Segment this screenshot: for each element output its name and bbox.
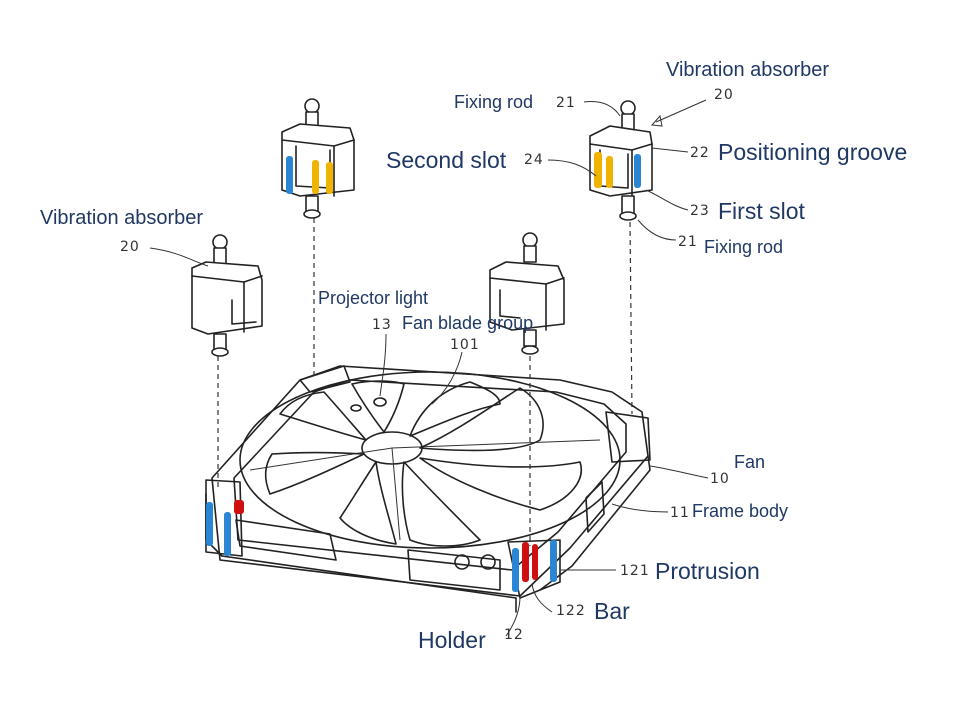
ref-number-10: 10 — [710, 471, 730, 487]
second-slot-mark-top-right-a — [594, 152, 602, 188]
label-frame-body: Frame body — [692, 501, 789, 521]
bar-mark-fan-left — [234, 500, 244, 514]
ref-number-13: 13 — [372, 317, 392, 333]
positioning-groove-mark-fan-right-a — [512, 548, 519, 592]
absorber-left — [191, 234, 263, 357]
ref-number-11: 11 — [670, 505, 690, 521]
ref-number-22: 22 — [690, 145, 710, 161]
fan-blades — [264, 380, 582, 547]
second-slot-mark-top-left-a — [312, 160, 319, 194]
label-protrusion: Protrusion — [655, 558, 760, 584]
positioning-groove-mark-fan-left-a — [206, 502, 213, 546]
label-vibration-absorber-left: Vibration absorber — [40, 207, 204, 229]
ref-number-20-left: 20 — [120, 239, 140, 255]
ref-number-21-top: 21 — [556, 95, 576, 111]
label-second-slot: Second slot — [386, 147, 507, 173]
label-fan: Fan — [734, 452, 766, 472]
second-slot-mark-top-right-b — [606, 156, 613, 188]
ref-number-12: 12 — [504, 627, 524, 643]
ref-number-121: 121 — [620, 563, 650, 579]
positioning-groove-mark-fan-left-b — [224, 512, 231, 556]
label-projector-light: Projector light — [318, 288, 429, 308]
second-slot-mark-top-left-b — [326, 162, 333, 194]
positioning-groove-mark-top-left — [286, 156, 293, 194]
ref-number-122: 122 — [556, 603, 586, 619]
ref-number-23: 23 — [690, 203, 710, 219]
ref-number-20-right: 20 — [714, 87, 734, 103]
label-first-slot: First slot — [718, 198, 805, 224]
label-fixing-rod-bottom: Fixing rod — [704, 237, 784, 257]
label-fan-blade-group: Fan blade group — [402, 313, 534, 333]
leader-lines — [149, 99, 709, 637]
ref-number-21-bottom: 21 — [678, 234, 698, 250]
fan-frame — [205, 365, 651, 613]
label-fixing-rod-top: Fixing rod — [454, 92, 534, 112]
positioning-groove-mark-top-right — [634, 154, 641, 188]
bar-mark-fan-right-a — [522, 542, 529, 582]
absorber-top-left — [281, 98, 355, 219]
label-positioning-groove: Positioning groove — [718, 139, 908, 165]
label-vibration-absorber-right: Vibration absorber — [666, 59, 830, 81]
label-bar: Bar — [594, 598, 630, 624]
ref-number-101: 101 — [450, 337, 480, 353]
bar-mark-fan-right-b — [532, 544, 538, 580]
ref-number-24: 24 — [524, 152, 544, 168]
label-holder: Holder — [418, 627, 486, 653]
absorber-middle — [489, 232, 565, 355]
assembly-lines — [217, 218, 633, 546]
positioning-groove-mark-fan-right-b — [550, 540, 557, 582]
